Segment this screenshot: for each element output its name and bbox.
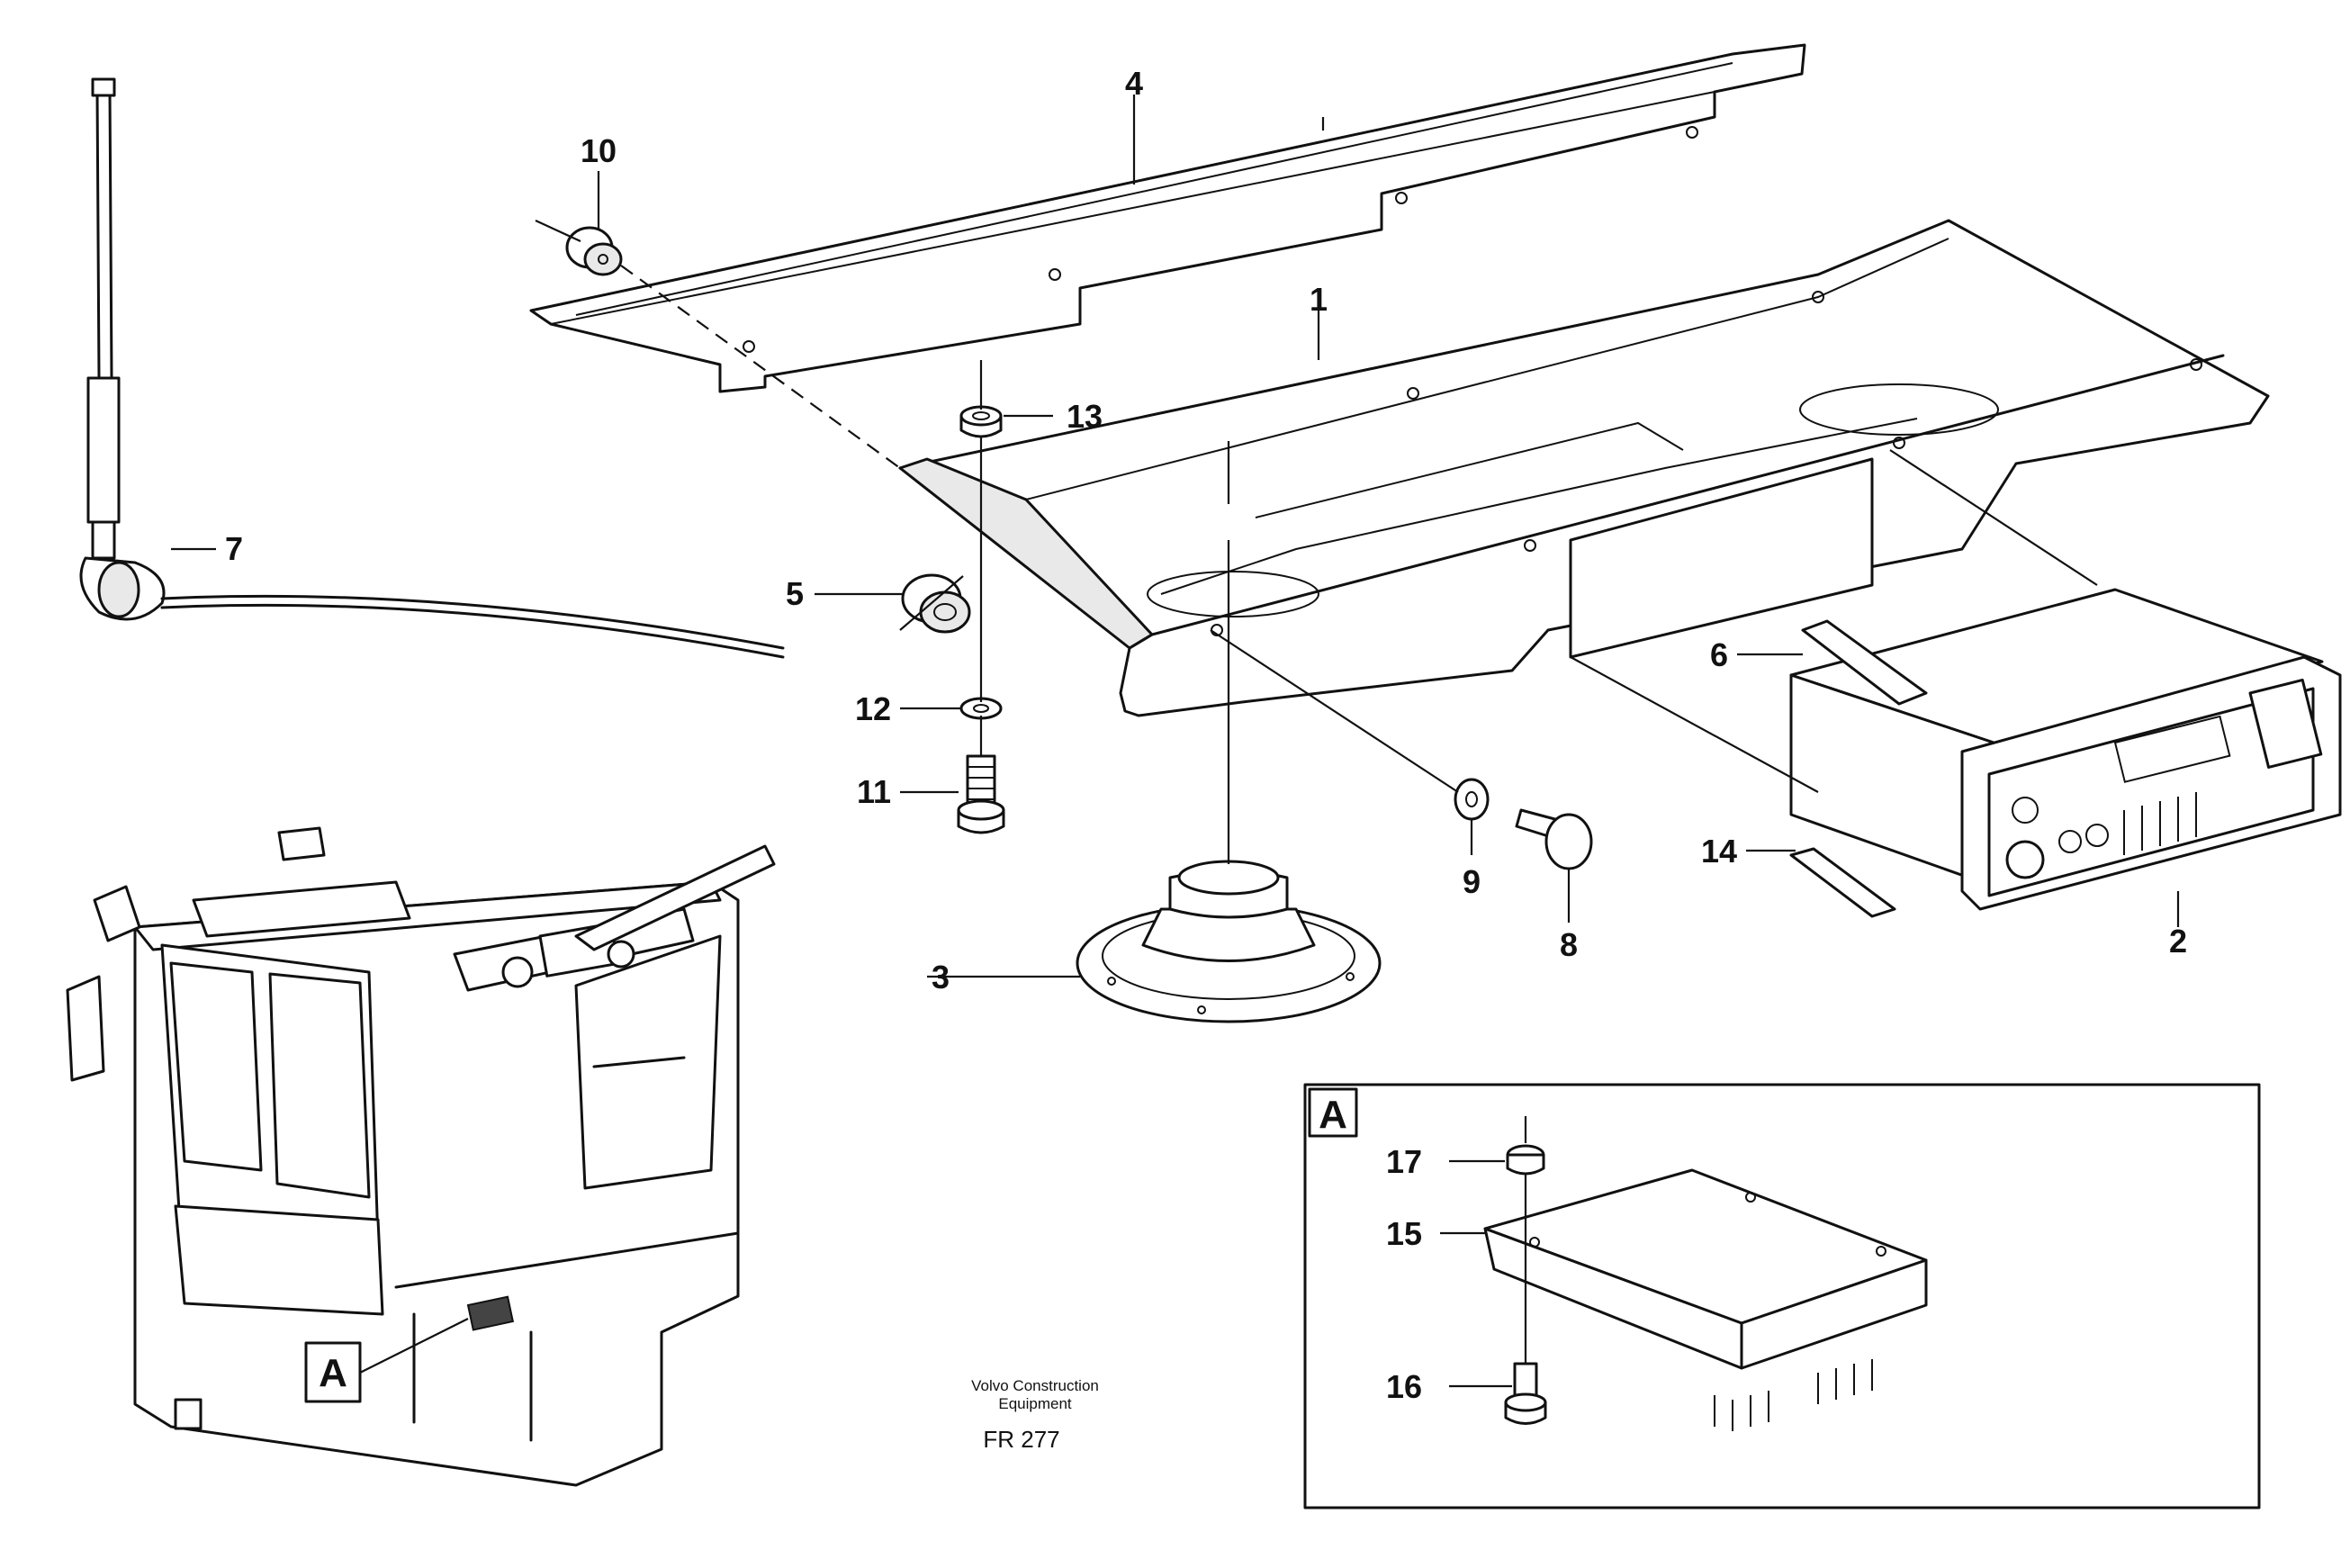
console-housing-part-1 <box>898 219 2270 717</box>
pad-part-6 <box>1801 619 1928 706</box>
credit-line-2: Equipment <box>998 1395 1072 1412</box>
callout-2: 2 <box>2169 923 2187 960</box>
screw-part-8 <box>1515 808 1593 870</box>
nut-part-17 <box>1506 1144 1545 1176</box>
callout-5: 5 <box>786 575 804 612</box>
detail-box-a <box>1303 1083 2261 1509</box>
radio-unit-part-2 <box>1789 588 2342 911</box>
bushing-part-5 <box>901 573 971 634</box>
loudspeaker-part-3 <box>1076 860 1382 1023</box>
callout-10: 10 <box>581 132 617 169</box>
cover-rail-part-4 <box>529 43 1806 393</box>
callout-3: 3 <box>932 959 950 996</box>
callout-12: 12 <box>855 690 891 727</box>
detail-ref-letter: A <box>319 1351 347 1395</box>
credit-line-1: Volvo Construction <box>971 1377 1099 1394</box>
drawing-code: FR 277 <box>983 1426 1059 1453</box>
callout-8: 8 <box>1560 926 1578 963</box>
callout-11: 11 <box>857 773 891 810</box>
leader-lines <box>171 95 2180 1388</box>
nut-part-13 <box>959 405 1003 438</box>
control-module-part-15 <box>1483 1168 1928 1431</box>
bolt-part-11 <box>957 754 1005 834</box>
washer-part-9 <box>1454 778 1490 821</box>
callout-6: 6 <box>1710 636 1728 673</box>
callout-7: 7 <box>225 530 243 567</box>
detail-letter: A <box>1319 1093 1347 1137</box>
bolt-part-16 <box>1504 1362 1547 1425</box>
callout-14: 14 <box>1701 833 1737 870</box>
callout-labels: 1 2 3 4 5 6 7 8 9 10 11 12 13 14 15 16 1… <box>225 65 2187 1405</box>
antenna-part-7 <box>79 77 785 659</box>
operator-cab <box>66 826 776 1487</box>
callout-4: 4 <box>1125 65 1143 102</box>
callout-15: 15 <box>1386 1215 1422 1252</box>
callout-9: 9 <box>1463 863 1481 900</box>
callout-1: 1 <box>1310 281 1328 318</box>
pad-part-14 <box>1789 847 1896 918</box>
callout-16: 16 <box>1386 1368 1422 1405</box>
callout-13: 13 <box>1067 398 1103 435</box>
callout-17: 17 <box>1386 1143 1422 1180</box>
grommet-part-10 <box>565 226 623 276</box>
